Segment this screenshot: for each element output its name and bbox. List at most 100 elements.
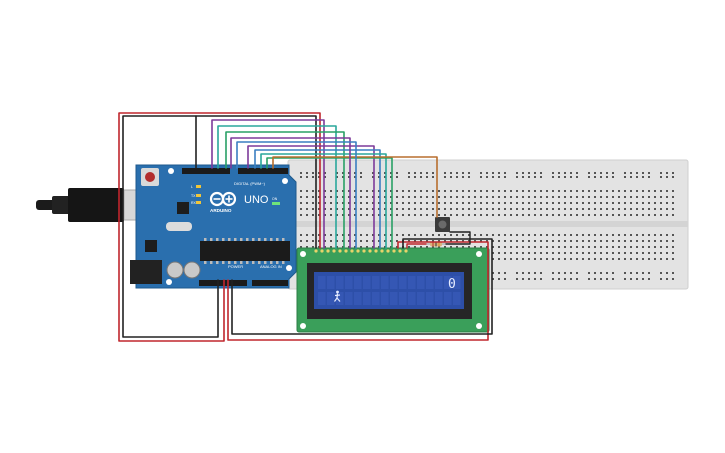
breadboard-hole[interactable] xyxy=(570,190,572,192)
breadboard-hole[interactable] xyxy=(600,272,602,274)
breadboard-hole[interactable] xyxy=(474,234,476,236)
breadboard-hole[interactable] xyxy=(606,196,608,198)
breadboard-hole[interactable] xyxy=(582,240,584,242)
breadboard-hole[interactable] xyxy=(546,202,548,204)
breadboard-hole[interactable] xyxy=(558,172,560,174)
breadboard-hole[interactable] xyxy=(642,190,644,192)
breadboard-hole[interactable] xyxy=(414,240,416,242)
wire-green-1[interactable] xyxy=(225,131,345,249)
breadboard-hole[interactable] xyxy=(348,234,350,236)
breadboard-hole[interactable] xyxy=(360,196,362,198)
wire-black-lcd-gnd[interactable] xyxy=(231,238,493,335)
breadboard-hole[interactable] xyxy=(540,176,542,178)
breadboard-hole[interactable] xyxy=(654,208,656,210)
breadboard-hole[interactable] xyxy=(666,190,668,192)
breadboard-hole[interactable] xyxy=(630,234,632,236)
breadboard-hole[interactable] xyxy=(360,208,362,210)
breadboard-hole[interactable] xyxy=(480,240,482,242)
breadboard-hole[interactable] xyxy=(594,252,596,254)
breadboard-hole[interactable] xyxy=(558,214,560,216)
breadboard-hole[interactable] xyxy=(516,272,518,274)
breadboard-hole[interactable] xyxy=(672,202,674,204)
breadboard-hole[interactable] xyxy=(462,246,464,248)
breadboard-hole[interactable] xyxy=(600,202,602,204)
lcd-pin[interactable] xyxy=(392,249,396,253)
breadboard-hole[interactable] xyxy=(438,234,440,236)
breadboard-hole[interactable] xyxy=(540,246,542,248)
wire-purple-2[interactable] xyxy=(247,145,375,249)
breadboard-hole[interactable] xyxy=(516,246,518,248)
breadboard-hole[interactable] xyxy=(672,278,674,280)
breadboard-hole[interactable] xyxy=(432,234,434,236)
breadboard-hole[interactable] xyxy=(504,202,506,204)
breadboard-hole[interactable] xyxy=(324,202,326,204)
breadboard-hole[interactable] xyxy=(414,172,416,174)
breadboard-hole[interactable] xyxy=(414,214,416,216)
breadboard-hole[interactable] xyxy=(390,172,392,174)
arduino-uno-board[interactable]: UNO ARDUINO DIGITAL (PWM~) POWER ANALOG … xyxy=(130,164,297,289)
breadboard-hole[interactable] xyxy=(588,196,590,198)
breadboard-hole[interactable] xyxy=(444,208,446,210)
breadboard-hole[interactable] xyxy=(558,190,560,192)
breadboard-hole[interactable] xyxy=(432,202,434,204)
breadboard-hole[interactable] xyxy=(408,172,410,174)
breadboard-hole[interactable] xyxy=(588,190,590,192)
breadboard-hole[interactable] xyxy=(318,208,320,210)
breadboard-hole[interactable] xyxy=(642,202,644,204)
breadboard-hole[interactable] xyxy=(300,196,302,198)
breadboard-hole[interactable] xyxy=(612,234,614,236)
breadboard-hole[interactable] xyxy=(504,258,506,260)
breadboard-hole[interactable] xyxy=(642,278,644,280)
breadboard-hole[interactable] xyxy=(390,176,392,178)
breadboard-hole[interactable] xyxy=(630,172,632,174)
breadboard-hole[interactable] xyxy=(492,172,494,174)
breadboard-hole[interactable] xyxy=(636,172,638,174)
breadboard-hole[interactable] xyxy=(570,252,572,254)
breadboard-hole[interactable] xyxy=(384,196,386,198)
breadboard-hole[interactable] xyxy=(600,208,602,210)
breadboard-hole[interactable] xyxy=(588,252,590,254)
breadboard-hole[interactable] xyxy=(354,234,356,236)
breadboard-hole[interactable] xyxy=(330,208,332,210)
breadboard-hole[interactable] xyxy=(588,234,590,236)
breadboard-hole[interactable] xyxy=(420,214,422,216)
breadboard-hole[interactable] xyxy=(564,234,566,236)
breadboard-hole[interactable] xyxy=(660,176,662,178)
breadboard-hole[interactable] xyxy=(426,246,428,248)
breadboard-hole[interactable] xyxy=(414,202,416,204)
breadboard-hole[interactable] xyxy=(582,258,584,260)
breadboard-hole[interactable] xyxy=(642,258,644,260)
breadboard-hole[interactable] xyxy=(636,240,638,242)
breadboard-hole[interactable] xyxy=(492,278,494,280)
breadboard-hole[interactable] xyxy=(432,196,434,198)
breadboard-hole[interactable] xyxy=(468,234,470,236)
breadboard-hole[interactable] xyxy=(522,240,524,242)
breadboard-hole[interactable] xyxy=(456,240,458,242)
breadboard-hole[interactable] xyxy=(360,246,362,248)
breadboard-hole[interactable] xyxy=(558,246,560,248)
breadboard-hole[interactable] xyxy=(552,234,554,236)
wire-black-gnd-2[interactable] xyxy=(195,115,317,249)
breadboard-hole[interactable] xyxy=(408,214,410,216)
breadboard-hole[interactable] xyxy=(666,208,668,210)
breadboard-hole[interactable] xyxy=(384,214,386,216)
breadboard-hole[interactable] xyxy=(516,208,518,210)
breadboard-hole[interactable] xyxy=(540,234,542,236)
breadboard-hole[interactable] xyxy=(594,234,596,236)
breadboard-hole[interactable] xyxy=(672,240,674,242)
breadboard-hole[interactable] xyxy=(486,172,488,174)
breadboard-hole[interactable] xyxy=(588,278,590,280)
breadboard-hole[interactable] xyxy=(522,278,524,280)
breadboard-hole[interactable] xyxy=(582,246,584,248)
breadboard-hole[interactable] xyxy=(426,172,428,174)
breadboard-hole[interactable] xyxy=(660,190,662,192)
breadboard-hole[interactable] xyxy=(528,208,530,210)
breadboard-hole[interactable] xyxy=(666,202,668,204)
breadboard-hole[interactable] xyxy=(492,246,494,248)
breadboard-hole[interactable] xyxy=(318,246,320,248)
breadboard-hole[interactable] xyxy=(642,240,644,242)
breadboard-hole[interactable] xyxy=(432,208,434,210)
breadboard-hole[interactable] xyxy=(318,176,320,178)
breadboard-hole[interactable] xyxy=(570,234,572,236)
breadboard-hole[interactable] xyxy=(384,202,386,204)
